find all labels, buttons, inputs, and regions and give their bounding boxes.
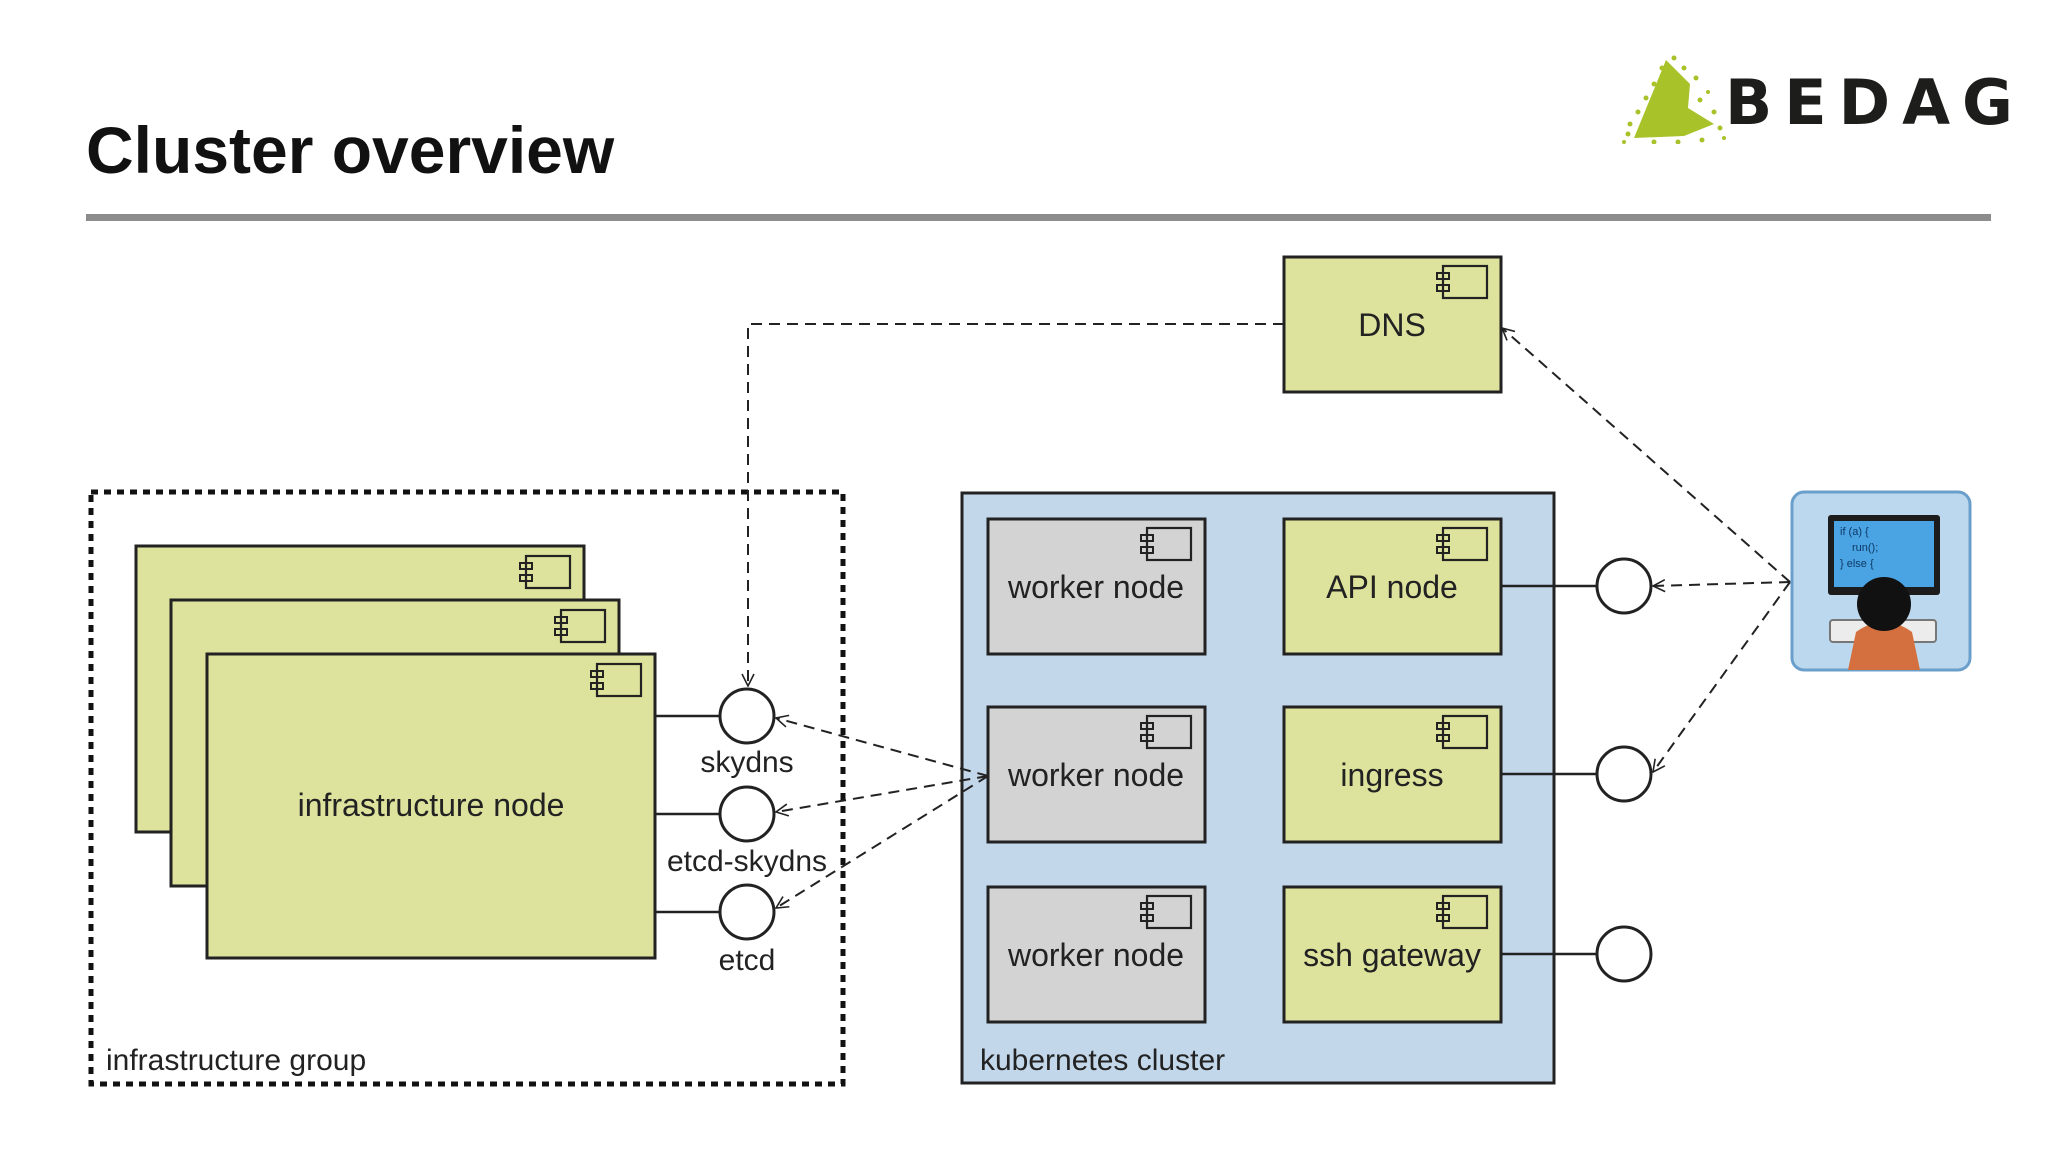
worker-node-2-label: worker node <box>1007 757 1184 793</box>
user-to-api-arrow <box>1653 582 1791 586</box>
code-line-3: } else { <box>1840 558 1874 570</box>
dns-to-skydns-arrow <box>748 323 1284 686</box>
ssh-gateway-box <box>1282 885 1503 1024</box>
ingress-interface-circle <box>1595 745 1653 803</box>
dns-label: DNS <box>1358 307 1426 343</box>
worker-node-3-label: worker node <box>1007 937 1184 973</box>
api-node-label: API node <box>1326 569 1458 605</box>
user-to-dns-arrow <box>1502 328 1791 583</box>
etcd-skydns-interface-circle <box>718 785 776 843</box>
developer-workstation-icon: if (a) { run(); } else { <box>1790 490 1972 672</box>
dns-box <box>1282 255 1503 394</box>
etcd-interface-circle <box>718 883 776 941</box>
skydns-interface-circle <box>718 687 776 745</box>
worker-node-2 <box>986 705 1207 844</box>
skydns-interface-label: skydns <box>700 746 793 779</box>
worker-node-1-label: worker node <box>1007 569 1184 605</box>
worker-to-skydns-arrow <box>776 718 989 777</box>
infrastructure-group-frame <box>88 489 846 1087</box>
ingress-label: ingress <box>1340 757 1443 793</box>
infrastructure-node-label: infrastructure node <box>298 787 565 823</box>
brand-logo-icon <box>1622 55 1726 144</box>
etcd-skydns-interface-label: etcd-skydns <box>667 845 827 878</box>
worker-to-etcd-skydns-arrow <box>776 775 989 812</box>
kubernetes-cluster-label: kubernetes cluster <box>980 1044 1225 1077</box>
worker-to-etcd-arrow <box>776 775 989 908</box>
infrastructure-group-label: infrastructure group <box>106 1044 366 1077</box>
api-node-box <box>1282 517 1503 656</box>
etcd-interface-label: etcd <box>719 944 776 977</box>
brand-name: BEDAG <box>1725 66 2025 139</box>
title-divider <box>86 214 1991 221</box>
api-interface-circle <box>1595 557 1653 615</box>
ssh-gateway-label: ssh gateway <box>1303 937 1481 973</box>
code-line-1: if (a) { <box>1840 526 1869 538</box>
ssh-interface-circle <box>1595 925 1653 983</box>
worker-node-3 <box>986 885 1207 1024</box>
code-line-2: run(); <box>1852 542 1878 554</box>
page-title: Cluster overview <box>86 113 615 187</box>
user-to-ingress-arrow <box>1653 581 1791 772</box>
infrastructure-node-front <box>205 652 657 960</box>
worker-node-1 <box>986 517 1207 656</box>
